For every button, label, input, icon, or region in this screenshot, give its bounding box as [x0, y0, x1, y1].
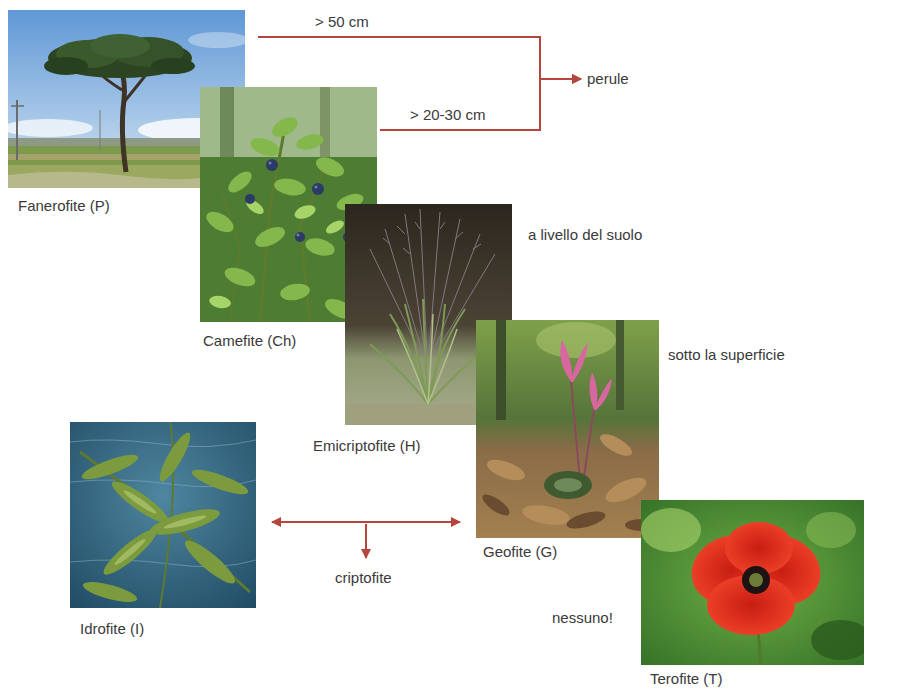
cyclamen-photo	[476, 320, 659, 538]
life-form-caption: Fanerofite (P)	[18, 197, 110, 215]
height-label: > 50 cm	[313, 13, 371, 31]
life-form-photo: Camefite (Ch)	[200, 87, 377, 322]
annotation-text: nessuno!	[552, 609, 613, 627]
life-form-caption: Idrofite (I)	[80, 620, 144, 638]
bud-label-node: perule	[584, 69, 633, 89]
down-arrow	[365, 524, 367, 558]
life-form-caption: Geofite (G)	[483, 543, 557, 561]
node-label: perule	[587, 70, 630, 88]
life-form-caption: Terofite (T)	[650, 670, 723, 688]
life-form-photo: Fanerofite (P)	[8, 10, 245, 188]
annotation-text: a livello del suolo	[528, 226, 642, 244]
water-plant-photo	[70, 422, 256, 608]
life-form-photo: Emicriptofite (H)	[345, 204, 512, 425]
life-form-photo: Terofite (T)	[641, 500, 864, 665]
life-form-caption: Emicriptofite (H)	[313, 437, 421, 455]
life-form-photo: Geofite (G)	[476, 320, 659, 538]
connector-arrow	[272, 521, 460, 523]
poppy-photo	[641, 500, 871, 665]
life-form-caption: Camefite (Ch)	[203, 332, 296, 350]
connector-arrow	[380, 79, 581, 130]
life-form-photo: Idrofite (I)	[70, 422, 256, 608]
height-label: > 20-30 cm	[408, 106, 487, 124]
annotation-text: sotto la superficie	[668, 346, 785, 364]
connector-arrow	[258, 37, 581, 79]
annotation-text: criptofite	[335, 569, 392, 587]
